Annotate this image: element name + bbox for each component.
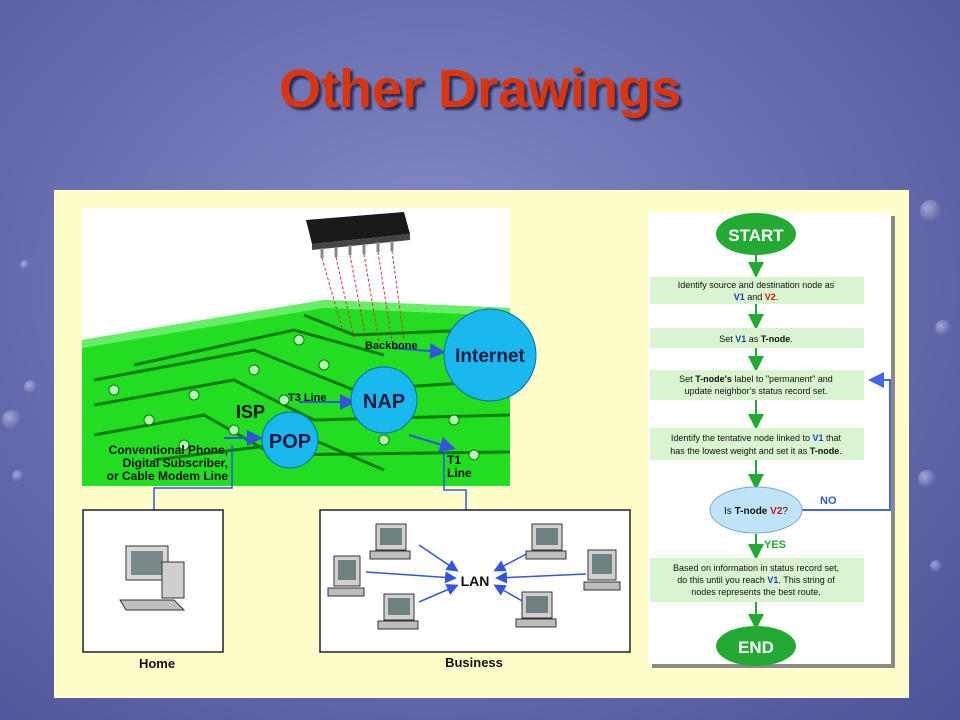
backbone-label: Backbone [365,340,418,352]
microchip-icon [306,212,410,343]
yes-label: YES [764,539,786,551]
nap-label: NAP [363,391,405,413]
board-edge [82,300,510,348]
step-trace-route [650,558,864,602]
start-label: START [728,226,784,245]
home-computer-icon [119,545,186,611]
step-trace-route-line2: do this until you reach V1. This string … [677,575,835,585]
business-label: Business [445,655,503,670]
t1-label-line1: T1 [447,453,461,467]
background-bubble [920,200,942,222]
lan-label: LAN [461,573,490,589]
background-bubble [930,560,942,572]
home-drop-line [153,445,233,510]
business-site: LAN [319,509,631,670]
background-bubble [2,410,22,430]
t3-line-label: T3 Line [288,392,327,404]
step-mark-permanent [650,370,864,400]
end-label: END [738,638,774,657]
background-bubble [24,380,38,394]
home-site: Home [82,509,224,671]
business-computer-icon [583,549,621,591]
background-bubble [12,470,24,482]
connection-label-line1: Conventional Phone, [109,443,228,457]
backbone-link [391,343,446,360]
background-bubble [20,260,30,270]
start-node [716,213,796,255]
flowchart: START Identify source and destination no… [648,212,895,668]
business-computer-icon [525,523,567,560]
step-set-tnode [650,328,864,348]
isp-label: ISP [236,402,265,422]
background-bubble [918,470,936,488]
slide-title: Other Drawings [278,59,682,119]
home-label: Home [139,656,175,671]
business-computer-icon [327,555,365,597]
connection-label-line3: or Cable Modem Line [107,469,229,483]
step-mark-permanent-line2: update neighbor's status record set. [685,386,828,396]
internet-node [443,308,537,402]
step-mark-permanent-line1: Set T-node's label to "permanent" and [679,374,833,384]
step-set-tnode-text: Set V1 as T-node. [719,334,793,344]
circuit-traces [93,313,511,472]
home-box [82,509,224,653]
end-node [716,626,796,666]
business-computer-icon [377,593,419,630]
circuit-board [82,300,510,486]
network-illustration: Internet NAP POP Backbone T3 Line ISP Co… [82,208,537,574]
step-find-lowest-line1: Identify the tentative node linked to V1… [671,433,842,443]
nap-node [350,366,418,434]
step-find-lowest-line2: has the lowest weight and set it as T-no… [670,446,842,456]
step-find-lowest [650,428,864,460]
step-identify-nodes-line2: V1 and V2. [734,292,779,302]
pop-node [261,411,319,469]
no-loop-arrow [802,372,891,511]
business-computer-icon [369,523,411,560]
no-label: NO [820,495,837,507]
background-bubble [935,320,951,336]
step-identify-nodes [650,277,864,304]
decision-text: Is T-node V2? [724,506,788,517]
step-trace-route-line1: Based on information in status record se… [673,563,839,573]
connection-label-line2: Digital Subscriber, [123,456,228,470]
business-computer-icon [515,591,557,628]
t1-link [408,434,456,453]
circuit-pads [108,334,480,461]
business-box [319,509,631,653]
drawings-panel: Internet NAP POP Backbone T3 Line ISP Co… [54,190,909,698]
internet-label: Internet [455,346,525,367]
drawings-canvas: Internet NAP POP Backbone T3 Line ISP Co… [82,208,895,671]
decision-node [709,486,803,534]
t1-label-line2: Line [447,466,472,480]
step-trace-route-line3: nodes represents the best route. [691,587,821,597]
pop-label: POP [269,431,311,453]
step-identify-nodes-line1: Identify source and destination node as [678,280,835,290]
